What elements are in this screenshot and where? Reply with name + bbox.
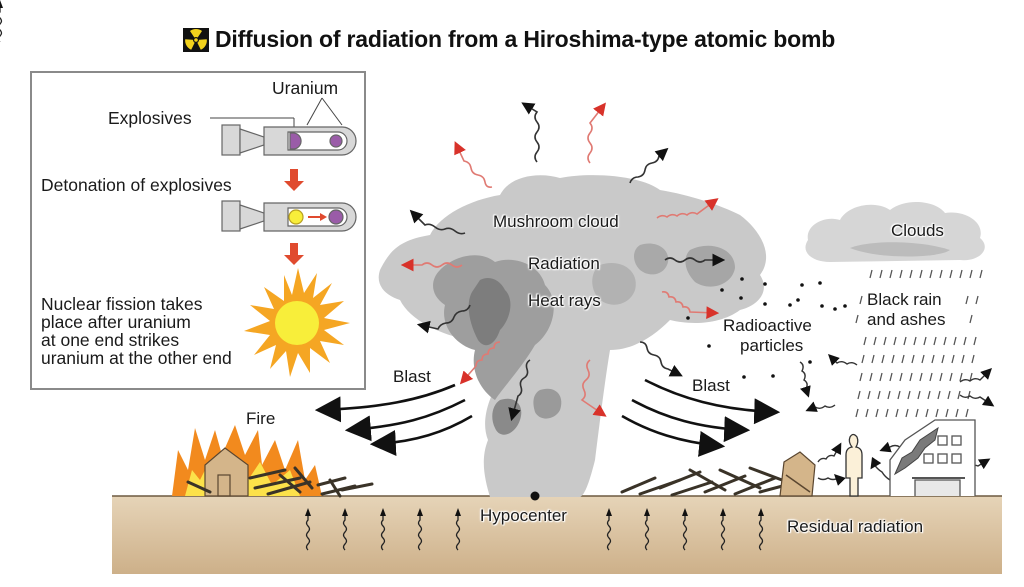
fission-starburst-icon [244, 268, 350, 377]
label-radioactive-particles-1: Radioactive [723, 316, 812, 335]
label-blast-left: Blast [393, 367, 431, 386]
label-fission-line-1: Nuclear fission takes [41, 294, 203, 314]
label-hypocenter: Hypocenter [480, 506, 567, 525]
person-figure [845, 433, 863, 497]
black-rain [855, 269, 983, 418]
bomb-mechanism-illustration [210, 97, 357, 377]
label-fission-line-4: uranium at the other end [41, 348, 232, 368]
label-black-rain-1: Black rain [867, 290, 942, 309]
label-clouds: Clouds [891, 221, 944, 240]
burning-house [172, 425, 374, 498]
bomb-after [221, 200, 357, 232]
radiation-trefoil-icon [183, 27, 209, 52]
label-detonation: Detonation of explosives [41, 175, 232, 195]
damaged-building [889, 419, 976, 496]
label-heat-rays: Heat rays [528, 291, 601, 310]
label-blast-right: Blast [692, 376, 730, 395]
label-fire: Fire [246, 409, 276, 428]
radiation-rays [400, 102, 726, 422]
label-explosives: Explosives [108, 108, 192, 128]
bomb-mechanism-inset: Uranium Explosives Detonation of explosi… [30, 71, 366, 390]
blast-arrows [314, 378, 781, 457]
collapsed-buildings-right [620, 451, 816, 497]
label-fission-line-2: place after uranium [41, 312, 191, 332]
title-text: Diffusion of radiation from a Hiroshima-… [215, 26, 836, 52]
radioactive-particles [686, 277, 847, 379]
label-mushroom-cloud: Mushroom cloud [493, 212, 619, 231]
label-black-rain-2: and ashes [867, 310, 946, 329]
rain-clouds [805, 202, 985, 262]
residual-radiation-arrows [0, 0, 765, 551]
hypocenter-marker [530, 491, 540, 501]
label-uranium: Uranium [272, 78, 339, 98]
label-radioactive-particles-2: particles [740, 336, 804, 355]
bomb-before [221, 124, 357, 156]
label-residual-radiation: Residual radiation [787, 517, 924, 536]
mushroom-cloud [378, 175, 767, 497]
diagram-title: Diffusion of radiation from a Hiroshima-… [183, 26, 835, 53]
label-radiation: Radiation [528, 254, 600, 273]
label-fission-line-3: at one end strikes [41, 330, 180, 350]
